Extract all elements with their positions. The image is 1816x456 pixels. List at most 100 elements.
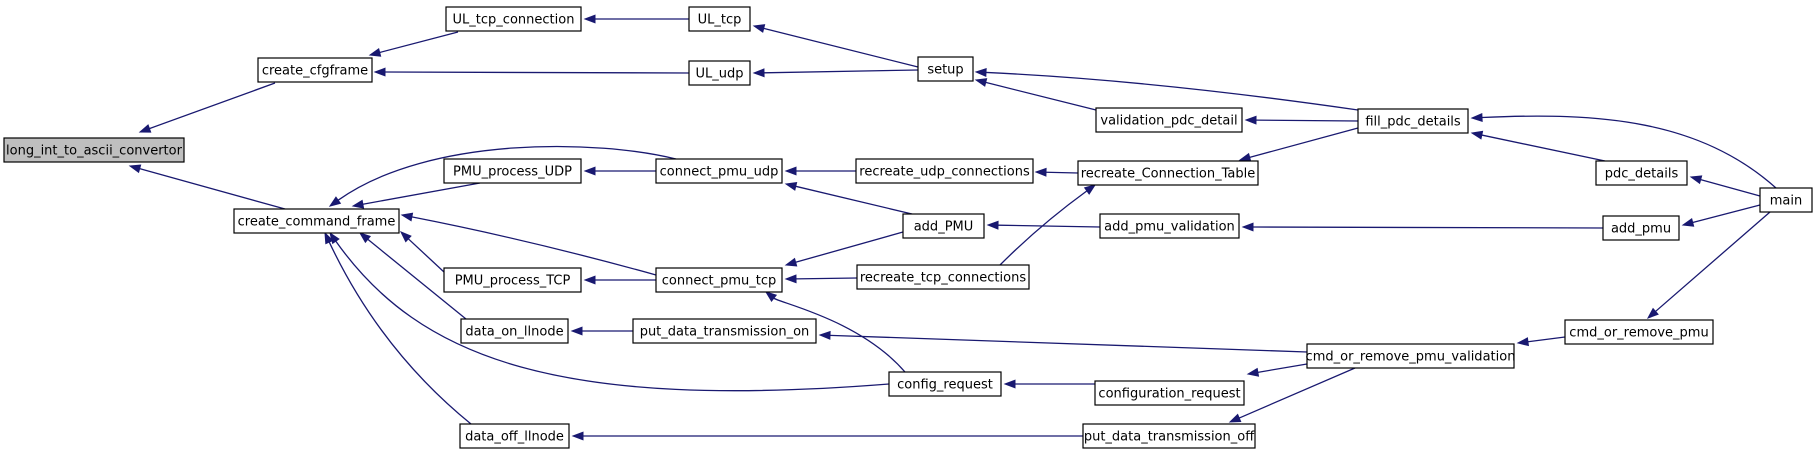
node-validation_pdc_detail[interactable]: validation_pdc_detail [1095,107,1243,133]
edge-line [763,27,919,68]
node-setup[interactable]: setup [917,56,974,82]
node-label: config_request [897,378,993,393]
node-box[interactable] [460,318,569,344]
edge-line [985,81,1101,112]
node-PMU_process_UDP[interactable]: PMU_process_UDP [443,158,582,184]
edge-arrowhead [1241,222,1254,232]
edge-arrowhead [1470,112,1483,123]
node-box[interactable] [1602,215,1680,241]
node-configuration_request[interactable]: configuration_request [1094,380,1245,406]
node-config_request[interactable]: config_request [888,371,1002,397]
edge-line [367,238,467,320]
edge-line [985,71,1359,111]
node-box[interactable] [1094,380,1245,406]
node-box[interactable] [917,56,974,82]
edge-line [362,182,481,205]
node-connect_pmu_udp[interactable]: connect_pmu_udp [655,158,783,184]
node-box[interactable] [233,208,400,234]
node-box[interactable] [688,60,751,86]
edge-create_command_frame-to-long_int_to_ascii_convertor [128,164,286,210]
node-cmd_or_remove_pmu_validation[interactable]: cmd_or_remove_pmu_validation [1306,343,1516,369]
node-box[interactable] [3,137,185,163]
node-label: setup [927,63,963,78]
node-label: main [1770,194,1802,209]
edge-PMU_process_TCP-to-create_command_frame [399,231,445,273]
node-recreate_tcp_connections[interactable]: recreate_tcp_connections [856,264,1030,290]
node-add_PMU[interactable]: add_PMU [902,213,985,239]
node-add_pmu_validation[interactable]: add_pmu_validation [1099,213,1240,239]
node-label: create_cfgframe [262,64,368,79]
node-box[interactable] [632,318,817,344]
edge-arrowhead [358,232,372,244]
edge-config_request-to-create_command_frame [329,231,890,392]
edge-main-to-fill_pdc_details [1470,112,1777,189]
node-data_on_llnode[interactable]: data_on_llnode [460,318,569,344]
node-UL_udp[interactable]: UL_udp [688,60,751,86]
node-cmd_or_remove_pmu[interactable]: cmd_or_remove_pmu [1564,319,1714,345]
node-label: recreate_udp_connections [859,165,1030,180]
edge-arrowhead [974,78,988,87]
node-box[interactable] [655,267,783,293]
node-label: pdc_details [1605,167,1679,182]
node-put_data_transmission_off[interactable]: put_data_transmission_off [1082,423,1256,449]
node-box[interactable] [443,158,582,184]
node-UL_tcp[interactable]: UL_tcp [688,6,751,32]
node-box[interactable] [445,6,582,32]
node-label: validation_pdc_detail [1100,114,1237,129]
node-label: cmd_or_remove_pmu [1569,326,1708,341]
node-box[interactable] [1306,343,1515,369]
node-pdc_details[interactable]: pdc_details [1595,160,1688,186]
node-box[interactable] [856,264,1030,290]
node-box[interactable] [1082,423,1256,449]
edge-config_request-to-connect_pmu_tcp [764,291,906,373]
edge-arrowhead [1516,337,1529,347]
edge-line [999,190,1088,266]
node-box[interactable] [459,423,570,449]
node-label: put_data_transmission_on [640,325,810,340]
node-label: data_off_llnode [465,430,564,445]
edge-line [1527,336,1566,343]
node-box[interactable] [443,267,582,293]
edge-connect_pmu_udp-to-PMU_process_UDP [583,166,656,176]
edge-add_PMU-to-connect_pmu_udp [784,182,913,215]
node-box[interactable] [1759,187,1813,213]
node-create_command_frame[interactable]: create_command_frame [233,208,400,234]
node-label: PMU_process_TCP [455,274,571,289]
node-UL_tcp_connection[interactable]: UL_tcp_connection [445,6,582,32]
node-data_off_llnode[interactable]: data_off_llnode [459,423,570,449]
node-box[interactable] [1595,160,1688,186]
node-box[interactable] [902,213,985,239]
edge-arrowhead [1681,217,1695,227]
node-box[interactable] [1357,108,1469,134]
edge-arrowhead [784,274,797,284]
node-main[interactable]: main [1759,187,1813,213]
node-create_cfgframe[interactable]: create_cfgframe [257,57,373,83]
edge-line [335,240,890,392]
nodes-layer: long_int_to_ascii_convertor create_cfgfra… [3,6,1813,449]
node-box[interactable] [257,57,373,83]
node-box[interactable] [1564,319,1714,345]
node-PMU_process_TCP[interactable]: PMU_process_TCP [443,267,582,293]
edge-main-to-pdc_details [1689,175,1761,197]
edge-arrowhead [764,291,778,303]
node-long_int_to_ascii_convertor[interactable]: long_int_to_ascii_convertor [3,137,185,163]
node-recreate_Connection_Table[interactable]: recreate_Connection_Table [1077,160,1259,186]
node-recreate_udp_connections[interactable]: recreate_udp_connections [855,158,1034,184]
node-box[interactable] [1077,160,1259,186]
node-box[interactable] [655,158,783,184]
node-connect_pmu_tcp[interactable]: connect_pmu_tcp [655,267,783,293]
node-box[interactable] [688,6,751,32]
edge-validation_pdc_detail-to-setup [974,78,1101,112]
node-box[interactable] [888,371,1002,397]
node-label: put_data_transmission_off [1084,430,1255,445]
edge-UL_udp-to-create_cfgframe [373,67,690,77]
edge-line [1255,119,1359,122]
edge-arrowhead [1689,175,1703,185]
edge-cmd_or_remove_pmu_validation-to-put_data_transmission_off [1228,367,1356,423]
node-put_data_transmission_on[interactable]: put_data_transmission_on [632,318,817,344]
node-box[interactable] [1099,213,1240,239]
node-add_pmu[interactable]: add_pmu [1602,215,1680,241]
node-fill_pdc_details[interactable]: fill_pdc_details [1357,108,1469,134]
node-box[interactable] [855,158,1034,184]
node-box[interactable] [1095,107,1243,133]
